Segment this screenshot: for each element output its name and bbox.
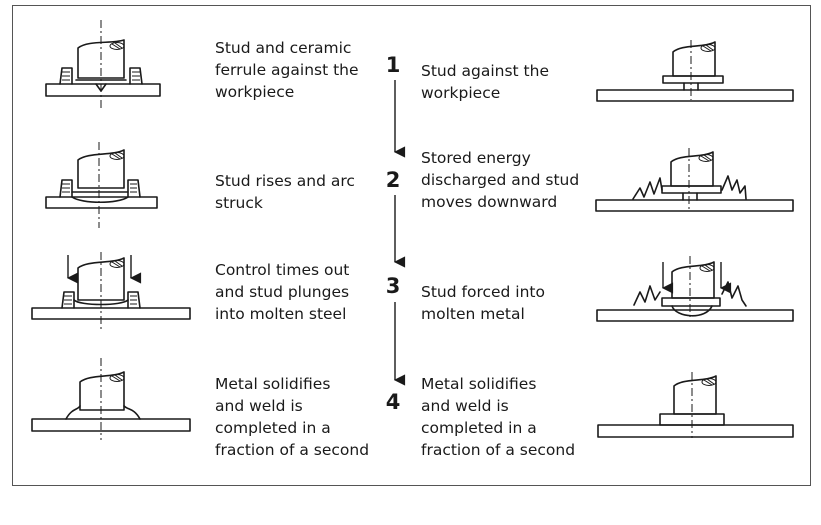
step-2-number: 2: [385, 168, 401, 192]
step-4-right-caption: Metal solidifies and weld is completed i…: [421, 375, 576, 459]
step-2-left-caption: Stud rises and arc struck: [215, 172, 355, 212]
step-1-left-caption: Stud and ceramic ferrule against the wor…: [215, 39, 359, 101]
step-1-right-illustration: [596, 40, 794, 102]
step-2-right-illustration: [595, 148, 794, 212]
step-2-left-illustration: [45, 142, 158, 228]
diagram-frame: [12, 5, 811, 486]
step-3-right-illustration: [596, 256, 794, 322]
step-1-left-illustration: [45, 20, 161, 108]
step-3-number: 3: [385, 274, 401, 298]
step-3-left-caption: Control times out and stud plunges into …: [215, 261, 350, 323]
step-4-left-illustration: [31, 358, 191, 440]
step-3-left-illustration: [31, 252, 191, 332]
step-1-right-caption: Stud against the workpiece: [421, 62, 549, 102]
step-4-number: 4: [385, 390, 401, 414]
step-1-number: 1: [385, 53, 401, 77]
step-2-right-caption: Stored energy discharged and stud moves …: [421, 149, 580, 211]
step-3-right-caption: Stud forced into molten metal: [421, 283, 545, 323]
step-4-right-illustration: [597, 372, 794, 438]
step-4-left-caption: Metal solidifies and weld is completed i…: [215, 375, 370, 459]
